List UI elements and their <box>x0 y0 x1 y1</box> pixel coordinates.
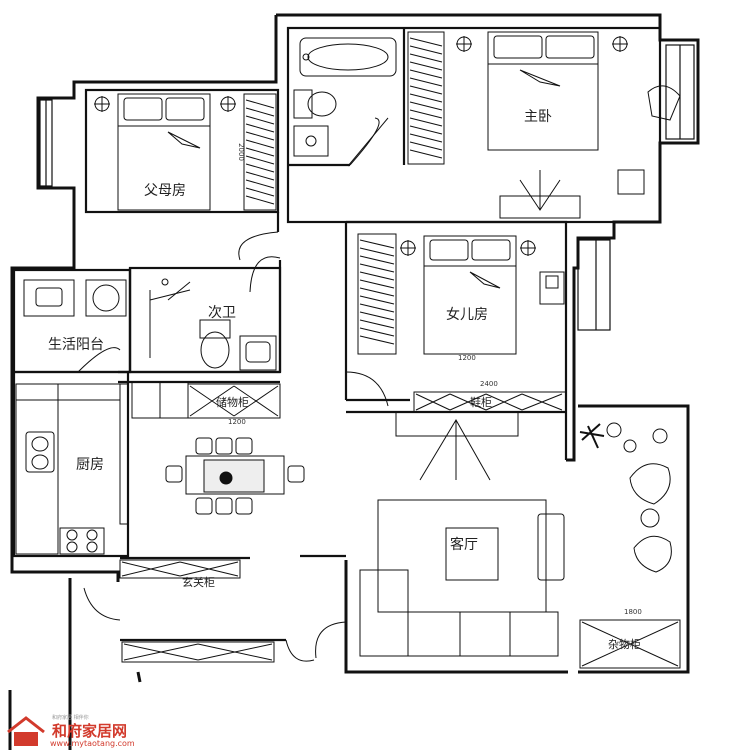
master-toilet <box>293 89 337 119</box>
interior-walls <box>12 26 662 642</box>
dim-balcony: 1800 <box>624 608 642 616</box>
watermark-brand: 和府家居网 <box>52 722 128 740</box>
entry-cabinets <box>119 559 275 663</box>
balcony-furniture <box>579 422 681 669</box>
house-logo-icon <box>7 716 45 746</box>
label-entry-cabinet: 玄关柜 <box>182 576 215 589</box>
elder-wardrobe <box>243 93 277 211</box>
storage-cabinet <box>131 381 281 419</box>
label-living-room: 客厅 <box>450 537 478 553</box>
daughter-desk <box>539 271 565 305</box>
master-wardrobe <box>407 31 445 165</box>
label-laundry: 生活阳台 <box>48 337 104 353</box>
label-guest-bath: 次卫 <box>208 305 236 321</box>
watermark-slogan: 和府家居 相伴你 <box>52 715 89 721</box>
dim-storage: 1200 <box>228 418 246 426</box>
daughter-wardrobe <box>357 233 397 355</box>
watermark-url: www.mytaotang.com <box>50 739 135 748</box>
label-elder-room: 父母房 <box>144 183 186 199</box>
elder-bed <box>94 93 236 211</box>
label-daughter-room: 女儿房 <box>446 307 488 323</box>
dining-set <box>165 437 305 515</box>
master-chair <box>617 85 681 195</box>
kitchen-counter <box>15 383 129 555</box>
guest-toilet <box>199 319 231 369</box>
master-bay-window <box>665 44 695 140</box>
watermark: 和府家居 相伴你 和府家居网 www.mytaotang.com <box>4 712 154 750</box>
master-bed <box>456 31 628 151</box>
label-storage-cabinet: 储物柜 <box>216 396 249 409</box>
outer-walls <box>8 13 700 750</box>
cabinet-row <box>395 391 567 481</box>
bathtub <box>299 37 397 77</box>
daughter-bed <box>400 235 536 355</box>
master-tv <box>499 170 581 219</box>
label-kitchen: 厨房 <box>76 457 104 473</box>
dim-elder-bed: 2000 <box>236 143 245 161</box>
dim-daughter-bed: 1200 <box>458 354 476 362</box>
doors <box>77 117 389 662</box>
label-sundries-cabinet: 杂物柜 <box>608 638 641 651</box>
guest-sink <box>239 335 277 371</box>
guest-shower <box>149 278 191 358</box>
elder-room-window <box>39 99 53 187</box>
living-furniture <box>359 499 565 657</box>
master-sink <box>293 125 329 157</box>
label-master-bedroom: 主卧 <box>524 109 552 125</box>
dim-cabinet-top: 2400 <box>480 380 498 388</box>
laundry-fixtures <box>23 279 127 317</box>
daughter-window <box>577 239 611 331</box>
label-shoe-cabinet: 鞋柜 <box>470 396 492 409</box>
